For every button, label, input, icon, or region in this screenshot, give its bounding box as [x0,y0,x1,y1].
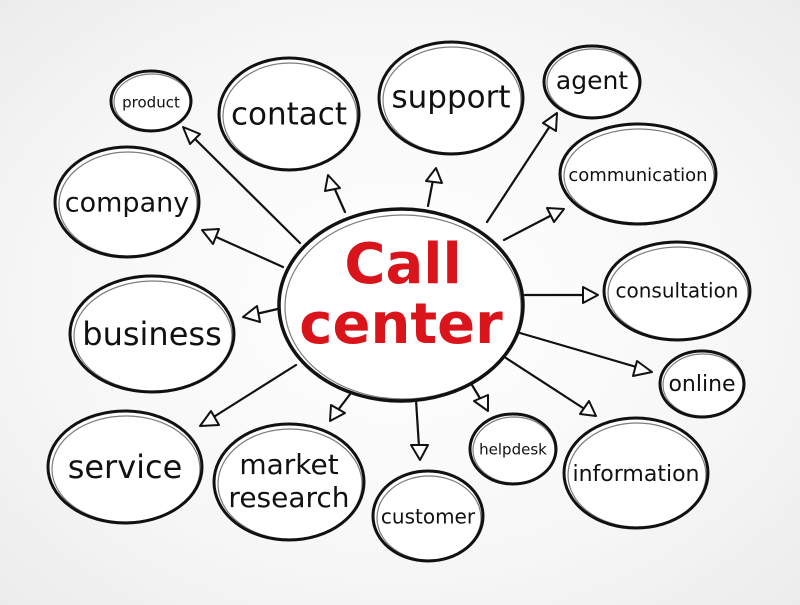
arrowhead-business [242,305,261,323]
node-contact-label: contact [231,97,347,133]
node-company: company [53,145,201,259]
node-market-research: market research [212,422,366,542]
node-customer: customer [371,469,485,563]
connector-information [504,356,585,410]
arrowhead-consultation [582,286,599,304]
node-consultation-label: consultation [616,279,739,303]
node-agent: agent [542,44,642,120]
arrowhead-company [201,228,220,245]
node-support: support [377,40,525,156]
arrowhead-communication [546,207,565,223]
node-market-research-label-line1: market [239,448,338,481]
node-information-label: information [573,462,700,487]
node-agent-label: agent [556,66,628,95]
node-service-label: service [68,448,183,486]
connector-product [191,135,302,245]
connector-customer [414,398,421,449]
arrowhead-information [579,400,597,417]
arrowhead-support [425,167,443,184]
connector-support [426,178,435,208]
node-online-label: online [668,372,735,397]
node-product: product [109,69,193,133]
node-business-label: business [82,315,221,353]
node-communication-label: communication [568,165,707,186]
node-communication: communication [558,122,718,226]
node-helpdesk: helpdesk [468,412,558,486]
arrowhead-product [182,126,201,145]
node-contact: contact [217,56,361,172]
node-online: online [658,349,746,419]
connector-agent [485,124,552,224]
node-consultation: consultation [602,240,752,342]
node-business: business [68,274,236,394]
connector-online [518,331,642,370]
arrowhead-customer [410,444,429,461]
arrowhead-contact [324,174,341,192]
arrowhead-helpdesk [473,394,489,412]
center-label-line1: Call [344,232,461,297]
node-service: service [46,409,204,525]
arrowhead-online [632,360,653,377]
node-customer-label: customer [381,505,476,529]
connector-helpdesk [470,383,483,402]
connector-communication [502,213,554,242]
arrowhead-service [199,410,220,427]
node-support-label: support [391,80,510,116]
center-label-line2: center [299,292,503,357]
node-market-research-label-line2: research [228,481,349,514]
arrowhead-market-research [329,404,346,422]
arrowhead-agent [542,112,558,132]
connector-service [210,363,298,420]
node-product-label: product [122,94,180,112]
center-node: Call center [277,207,525,403]
connector-market-research [336,391,353,412]
connectors [182,112,653,461]
node-helpdesk-label: helpdesk [479,441,547,459]
node-information: information [562,416,710,530]
connector-company [212,234,285,269]
node-company-label: company [65,188,189,219]
